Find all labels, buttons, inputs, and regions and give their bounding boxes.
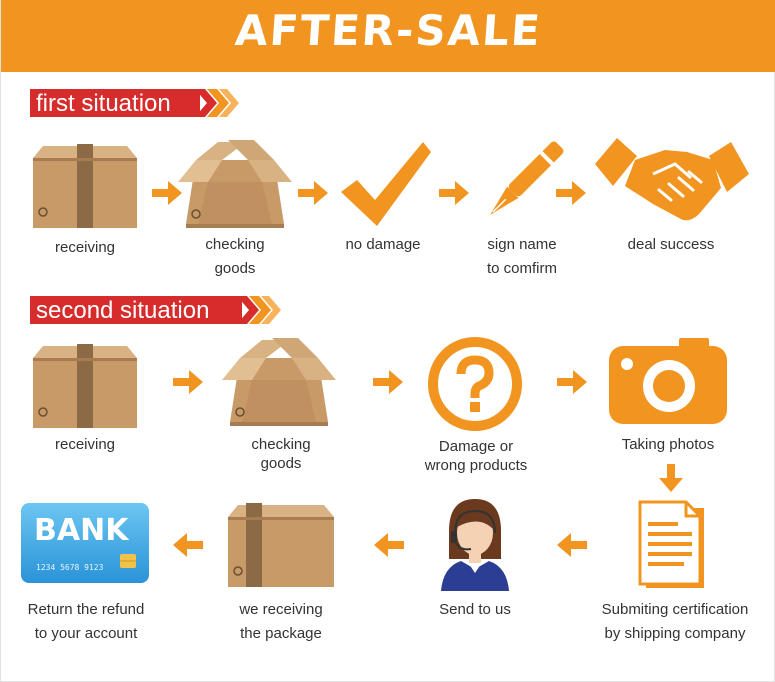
step-receiving [29,138,141,230]
open-box-icon [178,140,292,228]
step-label: deal success [627,236,715,253]
box-icon [228,503,334,587]
box-icon [33,144,137,228]
step-label: receiving [54,239,116,256]
step-send-to-us [439,497,511,591]
step-label: Send to us [439,601,511,618]
banner-title: first situation [36,90,171,117]
chevron-right-icon [237,296,281,324]
card-number: 1234 5678 9123 [36,563,104,572]
agent-icon [441,499,509,591]
bank-card-icon: BANK 1234 5678 9123 [21,503,149,583]
handshake-icon [595,138,749,221]
first-situation-banner: first situation [30,89,245,117]
header-bar: AFTER-SALE [1,0,775,72]
step-label: no damage [345,236,421,253]
arrow-right-icon [298,181,328,205]
arrow-left-icon [173,533,203,557]
arrow-right-icon [439,181,469,205]
page-title: AFTER-SALE [233,6,544,55]
banner-title: second situation [36,297,210,324]
open-box-icon [222,338,336,426]
pen-icon [490,141,564,215]
step-submit-certification [636,500,708,590]
step-checking-goods [176,138,294,230]
checkmark-icon [341,142,431,226]
arrow-right-icon [152,181,182,205]
step-we-receiving-package [224,497,338,589]
arrow-right-icon [557,370,587,394]
step-label: receiving [54,436,116,453]
step-sign-name [475,136,569,230]
arrow-right-icon [556,181,586,205]
arrow-right-icon [373,370,403,394]
arrow-left-icon [374,533,404,557]
question-icon [428,337,522,431]
step-label: Taking photos [621,436,715,453]
arrow-left-icon [557,533,587,557]
step-damage-or-wrong [427,336,523,432]
step-return-refund: BANK 1234 5678 9123 [20,502,150,584]
chevron-right-icon [195,89,239,117]
step-checking-goods [220,336,338,428]
step-taking-photos [609,338,727,426]
arrow-right-icon [173,370,203,394]
box-icon [33,344,137,428]
step-no-damage [337,138,433,230]
camera-icon [609,338,727,424]
document-icon [638,500,704,588]
step-receiving [29,338,141,430]
arrow-down-icon [659,464,683,492]
card-brand: BANK [34,513,130,548]
step-deal-success [595,134,749,230]
second-situation-banner: second situation [30,296,290,324]
